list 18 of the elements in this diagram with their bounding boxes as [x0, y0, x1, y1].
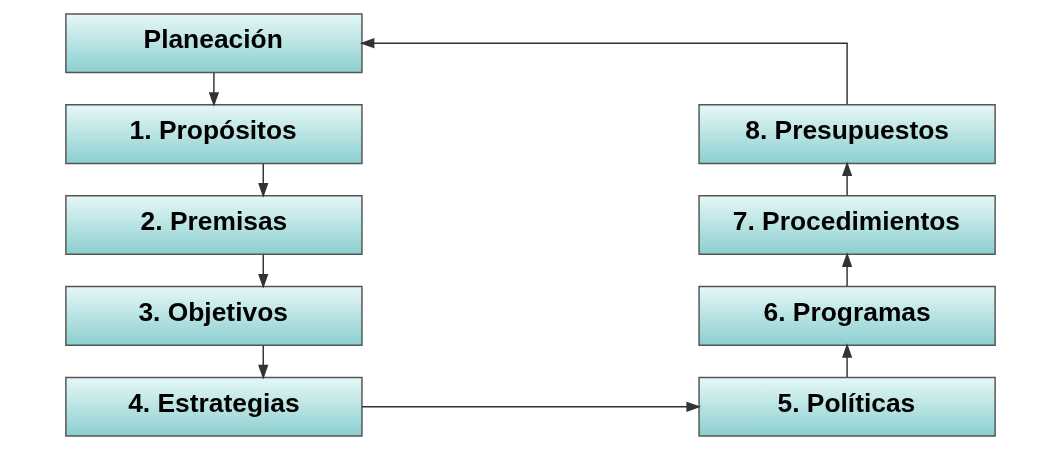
arrow	[841, 343, 852, 378]
node-box: 2. Premisas	[64, 194, 363, 256]
node-box: 6. Programas	[697, 285, 996, 346]
node-box: 3. Objetivos	[64, 285, 363, 346]
arrow	[257, 344, 268, 380]
arrow	[841, 161, 852, 196]
arrow	[360, 401, 701, 412]
node-box: Planeación	[64, 13, 363, 74]
arrow	[841, 252, 852, 287]
arrow	[208, 72, 219, 107]
node-box: 4. Estrategias	[64, 376, 363, 437]
node-box: 1. Propósitos	[64, 104, 363, 165]
node-box: 8. Presupuestos	[697, 104, 996, 165]
arrow	[257, 163, 268, 198]
node-box: 5. Políticas	[697, 376, 996, 437]
arrow	[257, 254, 268, 289]
node-box: 7. Procedimientos	[697, 194, 996, 256]
arrow	[359, 38, 848, 106]
